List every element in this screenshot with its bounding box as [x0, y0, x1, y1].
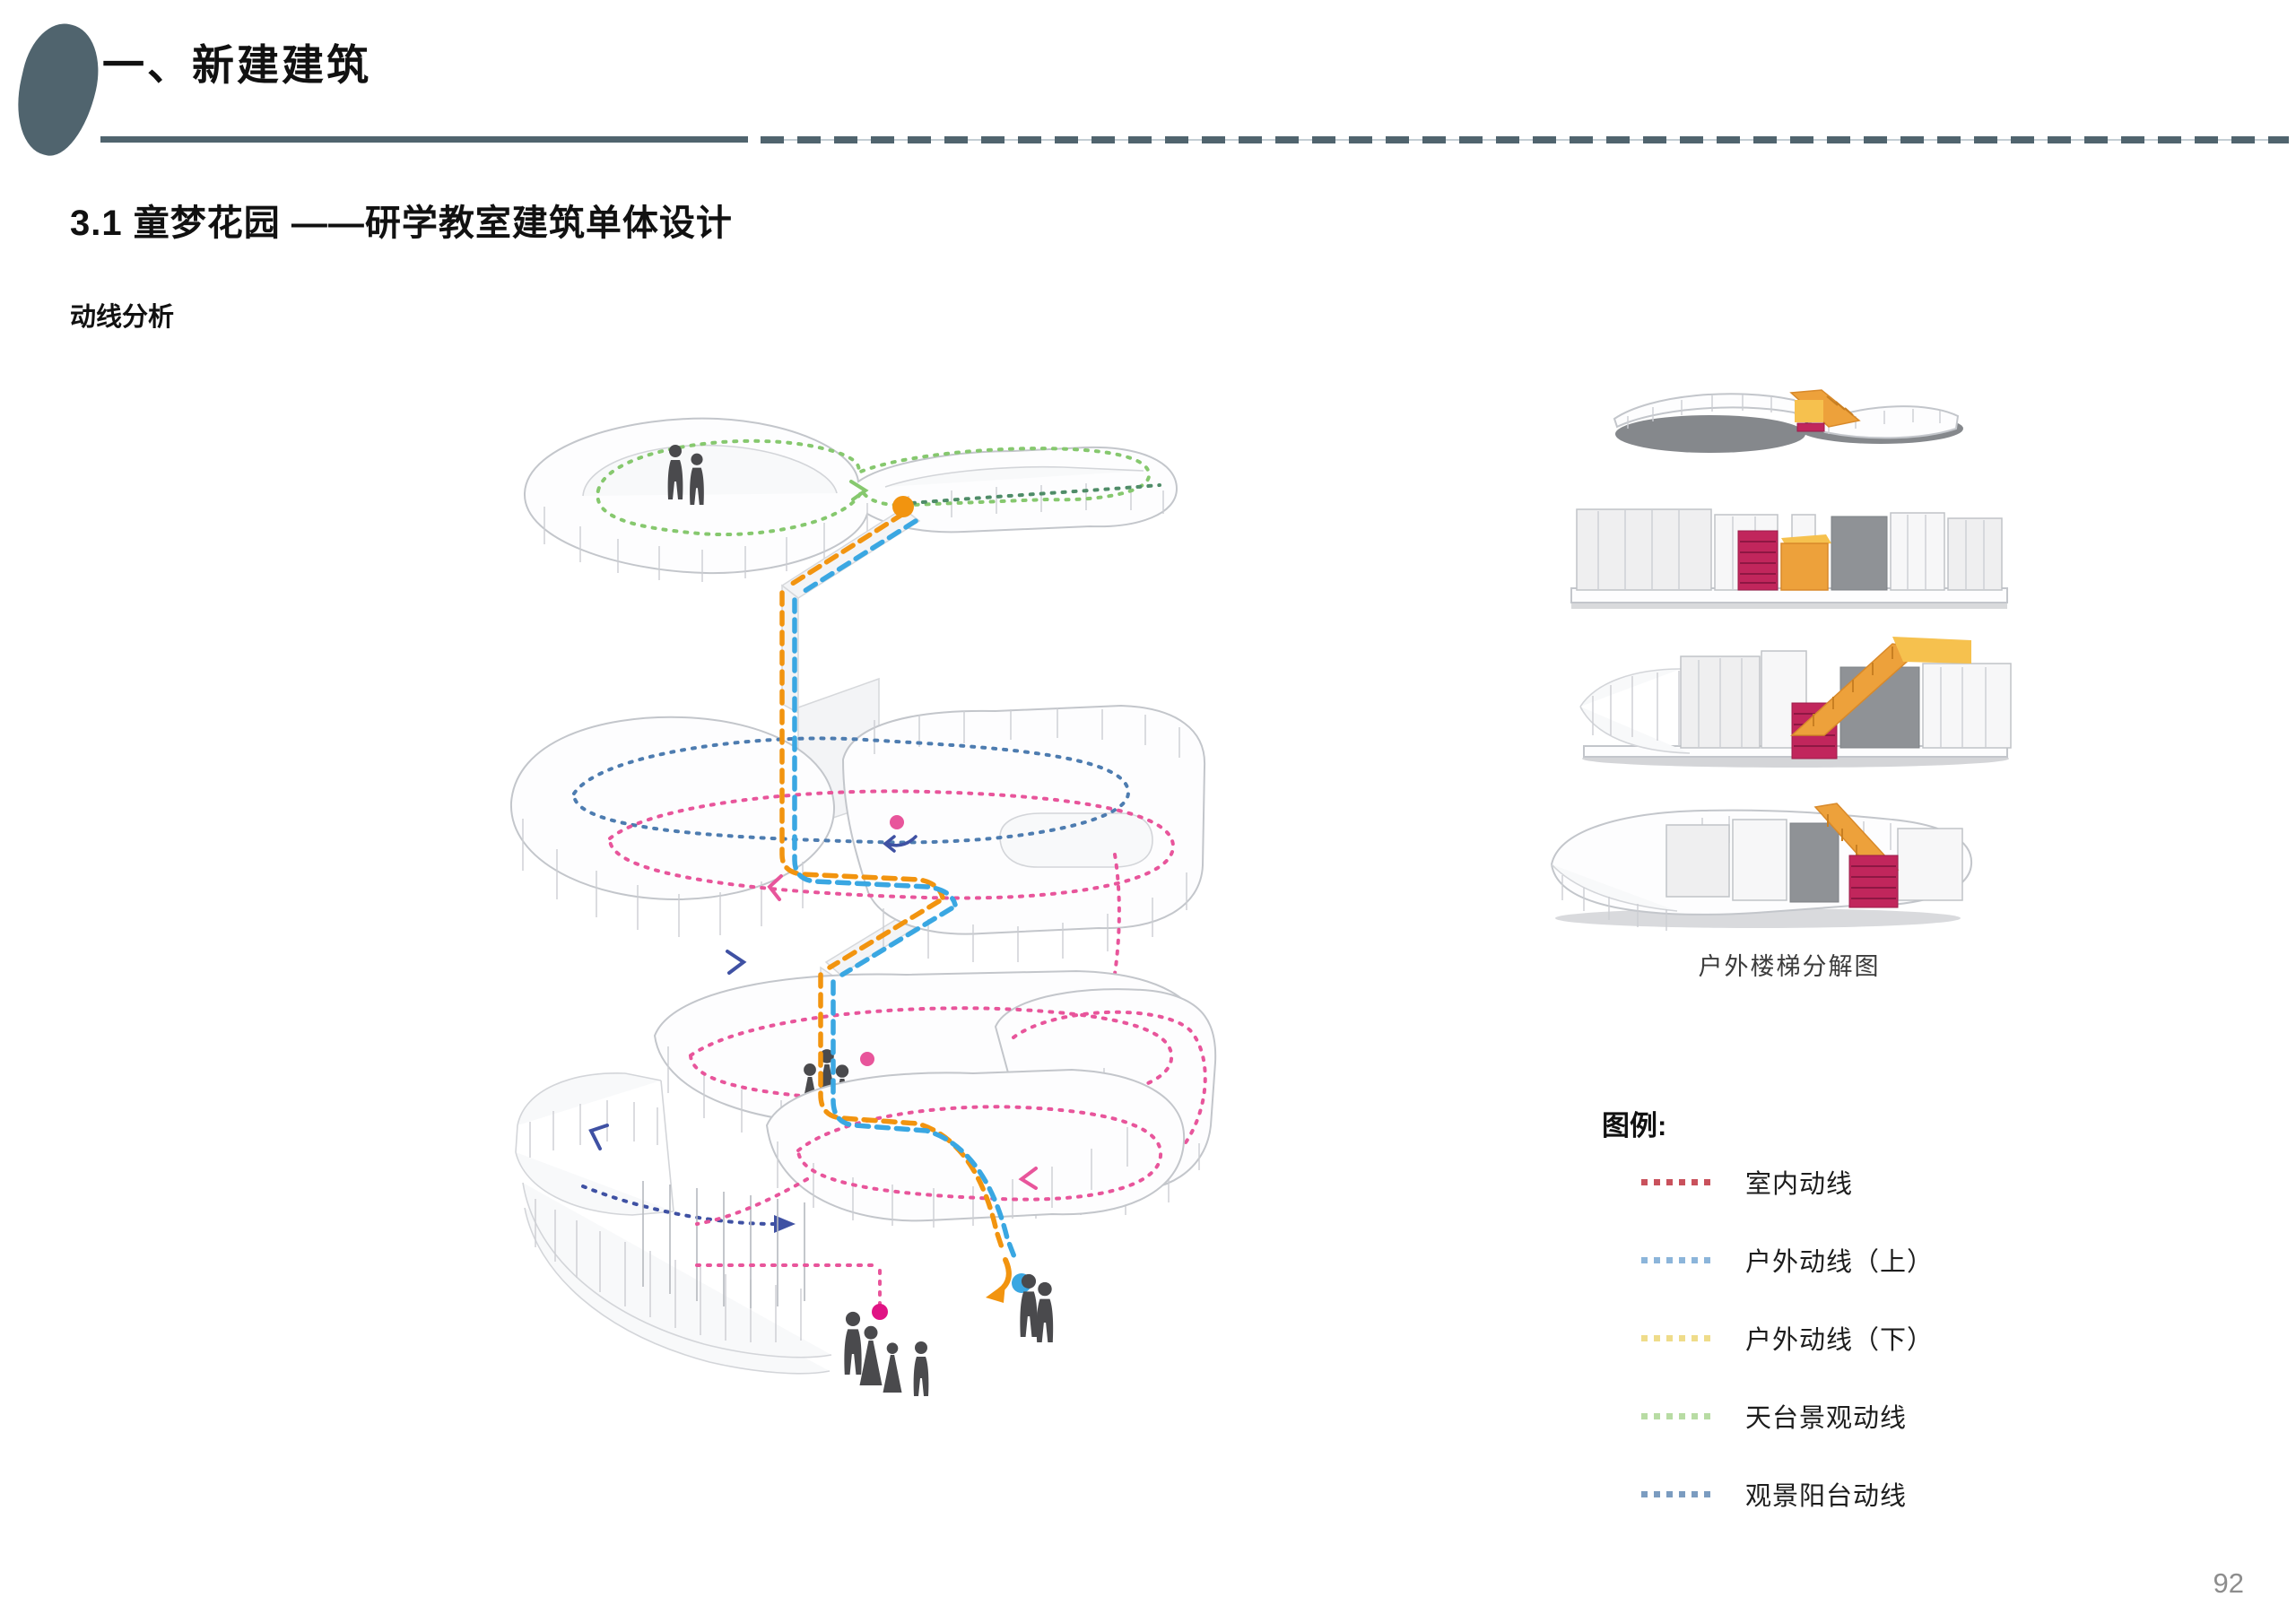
- person-silhouette: [883, 1342, 902, 1393]
- wall-panel: [1732, 819, 1787, 901]
- wall-panel: [1789, 822, 1839, 903]
- indoor-loop-floor1: [695, 1105, 1163, 1306]
- page-number: 92: [2213, 1567, 2244, 1599]
- wall-panel: [1947, 517, 2003, 591]
- figure-caption: 户外楼梯分解图: [1698, 953, 1881, 980]
- outdoor-path-down: [779, 511, 1006, 1255]
- legend-label: 观景阳台动线: [1745, 1482, 1908, 1511]
- header-rule-dashed: [761, 136, 2289, 143]
- header-accent-blob: [5, 16, 109, 163]
- legend-rows: 室内动线 户外动线（上） 户外动线（下） 天台景观动线 观景阳台动线: [1602, 1165, 2104, 1511]
- stair-crimson: [1737, 530, 1779, 591]
- person-silhouette: [913, 1341, 929, 1396]
- indoor-endpoint-dot-floor3: [890, 815, 904, 829]
- header-rule-solid: [100, 136, 748, 143]
- legend-item-outdoor-up: 户外动线（上）: [1641, 1243, 2104, 1277]
- floor-shadow: [1571, 603, 2007, 609]
- rooftop-loop-path: [596, 438, 1152, 537]
- legend-item-outdoor-down: 户外动线（下）: [1641, 1321, 2104, 1355]
- stair-exploded-level-2: [1571, 621, 2020, 782]
- rooftop-edge-path: [910, 483, 1161, 505]
- person-silhouette: [844, 1311, 862, 1375]
- outdoor-stair-paths: [779, 496, 1054, 1342]
- floor-4-roof-plate: [523, 417, 1178, 582]
- balcony-arrow-floor3: [726, 950, 747, 975]
- legend-swatch-outdoor-down: [1641, 1334, 1713, 1341]
- stair-start-dot: [892, 496, 914, 517]
- rooftop-arrow: [849, 480, 869, 501]
- viewing-balconies: [515, 1072, 796, 1233]
- indoor-arrow-floor3: [767, 874, 783, 901]
- stair-exploded-level-3-svg: [1570, 508, 2008, 609]
- balcony-path-floor1: [581, 1185, 776, 1226]
- stair-exploded-level-3: [1562, 482, 2016, 628]
- legend-item-rooftop: 天台景观动线: [1641, 1399, 2104, 1433]
- section-title: 一、新建建筑: [102, 41, 371, 89]
- stair-exploded-level-4-svg: [1613, 389, 1963, 453]
- stair-crimson: [1848, 855, 1899, 908]
- stair-end-arrowhead: [986, 1283, 1005, 1303]
- wall-panel: [1897, 828, 1963, 901]
- stair-landing: [1795, 400, 1823, 422]
- floor-shadow: [1615, 415, 1805, 453]
- indoor-endpoint-dot-ground: [872, 1304, 888, 1320]
- person-silhouette: [1020, 1273, 1038, 1337]
- balcony-hook-arrow-floor3: [883, 835, 918, 853]
- legend-title: 图例:: [1602, 1110, 1667, 1141]
- stair-landing: [1892, 637, 1971, 664]
- wall-panel: [1922, 663, 2012, 749]
- stair-exploded-level-4: [1601, 369, 1978, 473]
- stair-exploded-level-1-svg: [1550, 803, 1973, 931]
- indoor-arrow-floor1: [1018, 1167, 1038, 1190]
- legend-label: 室内动线: [1745, 1170, 1854, 1199]
- balcony-up-arrow: [588, 1124, 609, 1150]
- stair-orange-volume: [1780, 542, 1829, 591]
- floor-3-plate: [509, 704, 1206, 1030]
- legend-swatch-balcony: [1641, 1490, 1713, 1497]
- legend: 图例: 室内动线 户外动线（上） 户外动线（下） 天台景观动线 观景阳台动线: [1602, 1103, 2104, 1511]
- wall-panel: [1890, 512, 1945, 591]
- stair-exploded-level-2-svg: [1579, 637, 2012, 768]
- floor-1-plate: [522, 1068, 1186, 1396]
- stair-exploded-level-1: [1541, 782, 1984, 933]
- person-silhouette: [1036, 1281, 1054, 1342]
- legend-label: 户外动线（上）: [1745, 1248, 1935, 1277]
- legend-item-indoor: 室内动线: [1641, 1165, 2104, 1199]
- fence-rims: [522, 1182, 832, 1375]
- wall-panel: [1665, 824, 1730, 898]
- circulation-diagram-svg: [509, 417, 1217, 1396]
- person-silhouette: [859, 1325, 883, 1385]
- balcony-arrowhead: [774, 1215, 796, 1233]
- indoor-endpoint-dot-floor2: [860, 1052, 874, 1066]
- analysis-label: 动线分析: [70, 303, 175, 332]
- wall-panel: [1831, 516, 1888, 591]
- legend-item-balcony: 观景阳台动线: [1641, 1477, 2104, 1511]
- legend-swatch-indoor: [1641, 1178, 1713, 1185]
- legend-label: 户外动线（下）: [1745, 1326, 1935, 1355]
- outdoor-path-up: [792, 518, 1019, 1264]
- wall-panel: [1576, 508, 1712, 591]
- circulation-axonometric-diagram: [498, 408, 1224, 1412]
- legend-label: 天台景观动线: [1745, 1404, 1908, 1433]
- stair-base: [1796, 422, 1825, 432]
- legend-swatch-outdoor-up: [1641, 1256, 1713, 1263]
- page-title: 3.1 童梦花园 ——研学教室建筑单体设计: [70, 204, 733, 243]
- legend-swatch-rooftop: [1641, 1412, 1713, 1419]
